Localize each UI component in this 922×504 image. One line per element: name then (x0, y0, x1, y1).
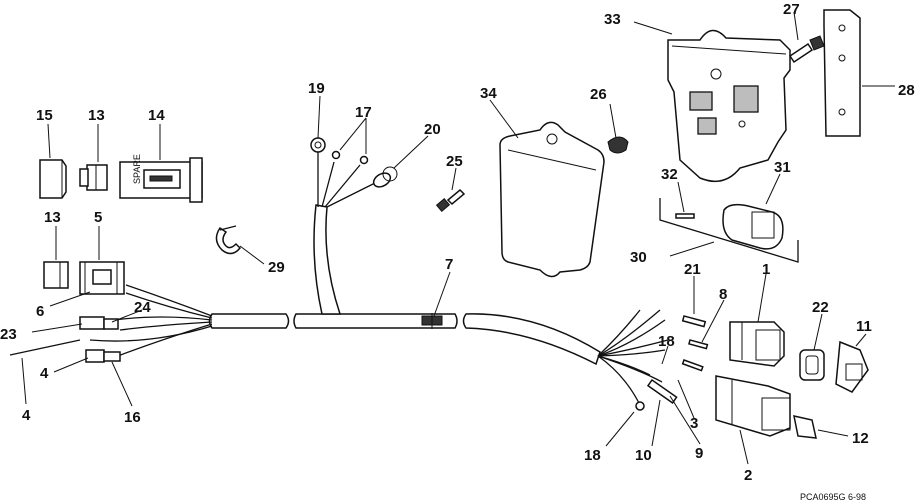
callout-17: 17 (355, 104, 372, 121)
callout-18-lower: 18 (584, 447, 601, 464)
plate-28 (823, 9, 861, 137)
callout-9: 9 (695, 445, 703, 462)
callout-24: 24 (134, 299, 151, 316)
callout-25: 25 (446, 153, 463, 170)
bolt-27 (788, 35, 825, 64)
left-wire-fan (9, 284, 213, 357)
callout-8: 8 (719, 286, 727, 303)
connector-1 (729, 321, 785, 367)
callout-11: 11 (856, 318, 872, 335)
callout-31: 31 (774, 159, 791, 176)
leader-lines (21, 11, 895, 465)
callout-10: 10 (635, 447, 652, 464)
connector-5 (79, 261, 125, 295)
callout-34: 34 (480, 85, 497, 102)
callout-13-lower: 13 (44, 209, 61, 226)
terminal-18 (681, 359, 704, 372)
callout-16: 16 (124, 409, 141, 426)
module-34 (499, 121, 605, 278)
callout-32: 32 (661, 166, 678, 183)
screw-25 (435, 188, 466, 212)
seal-22 (799, 349, 825, 381)
callout-7: 7 (445, 256, 453, 273)
callout-15: 15 (36, 107, 53, 124)
terminal-8 (688, 339, 709, 350)
callout-27: 27 (783, 1, 800, 18)
callout-4-lower: 4 (22, 407, 31, 424)
connector-13-lower (43, 261, 69, 289)
lock-11 (835, 340, 869, 393)
callout-21: 21 (684, 261, 701, 278)
connector-23-24 (79, 316, 119, 330)
callout-5: 5 (94, 209, 102, 226)
connector-13-upper (79, 164, 108, 191)
pin-32 (675, 213, 695, 219)
terminal-21 (681, 315, 707, 328)
spare-holder-14: SPARE (119, 154, 203, 203)
bracket-33 (667, 29, 791, 183)
callout-6: 6 (36, 303, 44, 320)
callout-23: 23 (0, 326, 17, 343)
figure-caption: PCA0695G 6-98 (800, 492, 866, 502)
callout-30: 30 (630, 249, 647, 266)
callout-2: 2 (744, 467, 752, 484)
callout-19: 19 (308, 80, 325, 97)
lock-12 (793, 415, 817, 439)
callout-18-upper: 18 (658, 333, 675, 350)
clip-29 (215, 225, 242, 255)
plug-26 (607, 136, 629, 154)
callout-labels: 33 27 28 34 26 19 17 20 25 15 13 14 13 5… (0, 1, 915, 484)
callout-28: 28 (898, 82, 915, 99)
bracket-30 (659, 198, 799, 263)
connector-2 (715, 375, 791, 437)
callout-29: 29 (268, 259, 285, 276)
connector-cap-15 (39, 159, 67, 199)
callout-12: 12 (852, 430, 869, 447)
callout-26: 26 (590, 86, 607, 103)
spare-label: SPARE (132, 154, 142, 184)
callout-13-upper: 13 (88, 107, 105, 124)
callout-1: 1 (762, 261, 770, 278)
upper-branch-wires (310, 137, 398, 208)
callout-22: 22 (812, 299, 829, 316)
callout-4-upper: 4 (40, 365, 49, 382)
wiring-harness (208, 204, 601, 366)
connector-16 (85, 349, 121, 363)
callout-14: 14 (148, 107, 165, 124)
connector-31 (722, 203, 784, 250)
callout-33: 33 (604, 11, 621, 28)
right-wire-fan (597, 309, 678, 411)
callout-20: 20 (424, 121, 441, 138)
callout-3: 3 (690, 415, 698, 432)
